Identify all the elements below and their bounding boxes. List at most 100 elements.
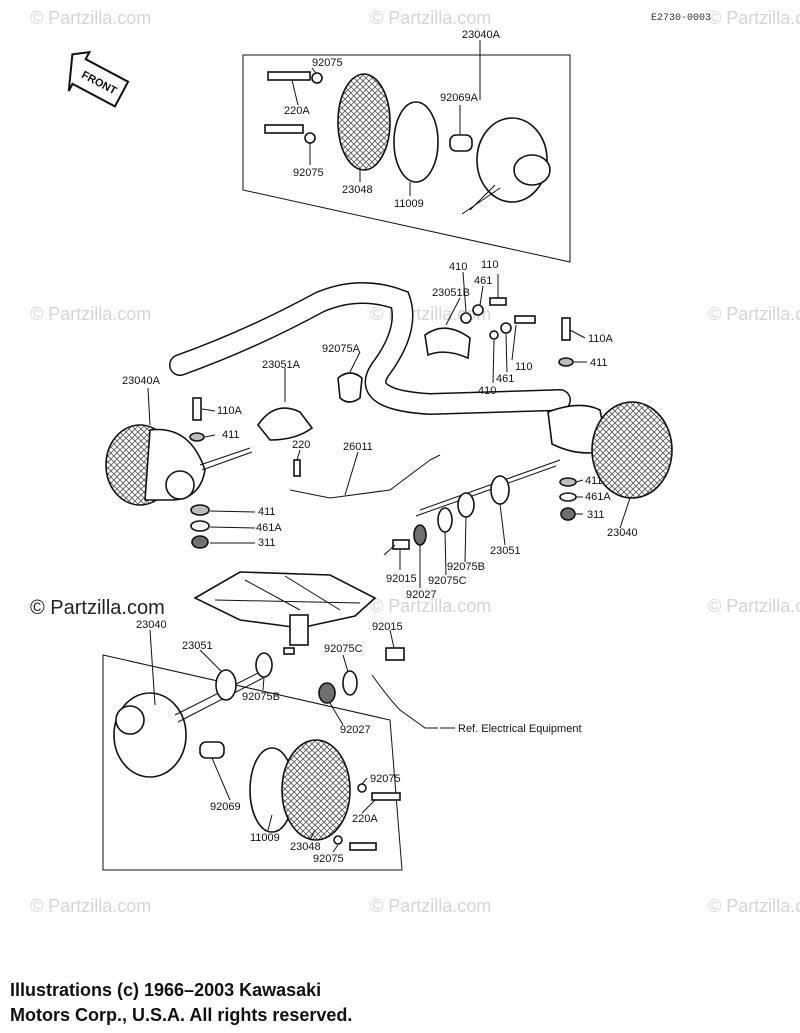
label-23051-bl: 23051 [182, 640, 213, 652]
watermarks: © Partzilla.com © Partzilla.com © Partzi… [30, 8, 800, 916]
bottom-mount-hardware [318, 647, 438, 729]
diagram-code: E2730-0003 [651, 13, 711, 24]
washer-461A-rb [559, 492, 577, 502]
label-410-a: 410 [449, 261, 467, 273]
handlebar-clamp-parts [337, 297, 574, 403]
watermark-7: © Partzilla.com [370, 596, 491, 616]
washer-411-lb [190, 504, 210, 516]
wire-end-r [383, 544, 396, 556]
turn-signal-left [105, 397, 441, 506]
label-220A-b: 220A [352, 813, 378, 825]
washer-410-a [460, 312, 472, 324]
label-92015-b: 92015 [372, 621, 403, 633]
label-411-l: 411 [222, 429, 240, 441]
washer-92075C-r [437, 507, 453, 533]
label-92075B-r: 92075B [447, 561, 485, 573]
label-220A-a: 220A [284, 105, 310, 117]
screw-220-l [293, 459, 301, 477]
label-23051A: 23051A [262, 359, 301, 371]
label-110-b: 110 [515, 361, 533, 373]
left-nut-stack [190, 504, 210, 549]
watermark-10: © Partzilla.com [370, 896, 491, 916]
copyright-notice: Illustrations (c) 1966–2003 Kawasaki Mot… [10, 978, 570, 1028]
watermark-2: © Partzilla.com [370, 8, 491, 28]
washer-92075-c [357, 783, 367, 793]
washer-461-a [472, 304, 484, 316]
grommet-92027-r [413, 524, 427, 546]
screw-220A-b2 [349, 842, 377, 851]
screw-220A-mid [264, 124, 304, 134]
label-92075C-r: 92075C [428, 575, 467, 587]
watermark-9: © Partzilla.com [30, 896, 151, 916]
housing-left-stem [165, 470, 195, 500]
label-23048-b: 23048 [290, 841, 321, 853]
washer-92075-b [304, 132, 316, 144]
label-92075-c: 92075 [370, 773, 401, 785]
label-92015-r: 92015 [386, 573, 417, 585]
label-311-rb: 311 [587, 509, 605, 521]
washer-92075-a [311, 72, 323, 84]
washer-411-rb [559, 477, 577, 487]
clamp-23051B [424, 327, 471, 360]
washer-411-l [189, 432, 205, 442]
screw-220A-top [267, 71, 311, 81]
collar-92075A [337, 372, 363, 403]
frame-detail [214, 575, 361, 611]
label-92075A: 92075A [322, 343, 361, 355]
label-411-r: 411 [590, 357, 608, 369]
screw-small-b [283, 647, 295, 655]
label-110A-l: 110A [217, 405, 243, 417]
label-23040A-top: 23040A [462, 29, 501, 41]
watermark-8: © Partzilla.com [708, 596, 800, 616]
label-461A-rb: 461A [585, 491, 611, 503]
washer-92075-d [333, 835, 343, 845]
wire-bottom [371, 674, 438, 729]
label-11009-top: 11009 [394, 198, 424, 210]
watermark-1: © Partzilla.com [30, 8, 151, 28]
label-220-l: 220 [292, 439, 310, 451]
label-110-a: 110 [481, 259, 499, 271]
top-box-outline [242, 54, 571, 263]
wires-left [199, 447, 253, 471]
label-23051B: 23051B [432, 287, 470, 299]
label-92069: 92069 [210, 801, 241, 813]
watermark-3: © Partzilla.com [708, 8, 800, 28]
rear-frame [193, 571, 377, 646]
screw-220A-b1 [371, 792, 401, 801]
label-92069A: 92069A [440, 92, 479, 104]
label-23040-r: 23040 [607, 527, 638, 539]
stem-right [415, 459, 561, 517]
frame-body [193, 571, 377, 629]
grommet-23051-b [215, 669, 237, 701]
leader-lines [147, 40, 631, 853]
label-92027-b: 92027 [340, 724, 371, 736]
washer-461-b [500, 322, 512, 334]
label-92075-a: 92075 [312, 57, 343, 69]
wires-top [461, 184, 501, 215]
gasket-11009-top [393, 101, 439, 183]
label-92027-r: 92027 [406, 589, 437, 601]
bottom-box-outline [102, 654, 403, 871]
label-92075B-b: 92075B [242, 691, 280, 703]
nut-92015-r [392, 539, 410, 550]
cable-26011 [289, 454, 441, 499]
label-ref-electrical: Ref. Electrical Equipment [458, 723, 582, 735]
label-92075-d: 92075 [313, 853, 344, 865]
washer-461A-lb [190, 520, 210, 532]
bolt-110A-l [192, 397, 202, 421]
label-26011: 26011 [343, 441, 373, 453]
bracket-23051A [257, 407, 314, 441]
label-92075C-b: 92075C [324, 643, 363, 655]
watermark-11: © Partzilla.com [708, 896, 800, 916]
label-411-lb: 411 [258, 506, 276, 518]
label-23051-r: 23051 [490, 545, 521, 557]
bulb-92069A [449, 134, 473, 152]
frame-tab [289, 614, 309, 646]
label-461A-lb: 461A [256, 522, 282, 534]
housing-stem-top [513, 154, 551, 186]
label-461-a: 461 [474, 275, 492, 287]
label-23040-bl: 23040 [136, 619, 167, 631]
nut-92015-b [385, 647, 405, 661]
label-92075-b: 92075 [293, 167, 324, 179]
